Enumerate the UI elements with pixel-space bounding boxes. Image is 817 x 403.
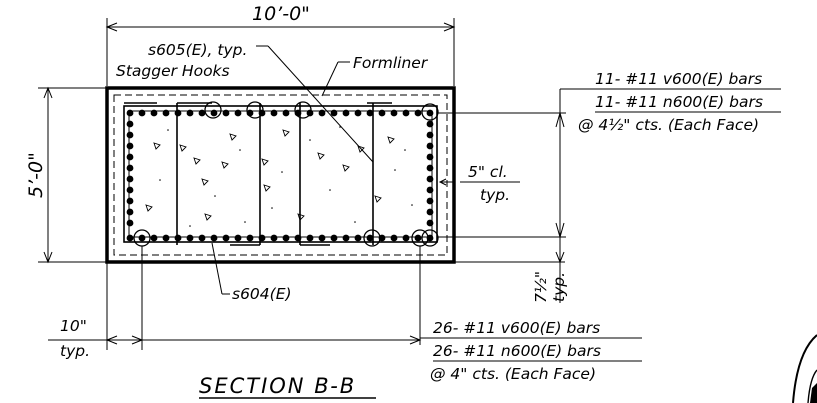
s605-leader bbox=[256, 45, 374, 163]
bottom-right-dim-label: 7½" bbox=[532, 271, 550, 303]
section-title: SECTION B-B bbox=[199, 374, 356, 398]
stagger-hooks-callout: Stagger Hooks bbox=[116, 62, 230, 80]
height-dim-label: 5’-0" bbox=[25, 152, 47, 198]
bottom-bars-line3: @ 4" cts. (Each Face) bbox=[430, 365, 596, 383]
bottom-bars-line1: 26- #11 v600(E) bars bbox=[433, 319, 600, 337]
right-bars-line2: 11- #11 n600(E) bars bbox=[595, 93, 763, 111]
s604-leader bbox=[211, 242, 230, 295]
right-bars-line3: @ 4½" cts. (Each Face) bbox=[578, 116, 759, 134]
rebar-dots bbox=[126, 109, 434, 242]
bottom-right-dim-typ: typ. bbox=[550, 272, 568, 302]
right-bars-line1: 11- #11 v600(E) bars bbox=[595, 70, 762, 88]
clear-cover-typ: typ. bbox=[480, 186, 510, 204]
bottom-left-dim-typ: typ. bbox=[60, 342, 90, 360]
formliner-callout: Formliner bbox=[353, 54, 429, 72]
section-marker-partial bbox=[792, 334, 817, 403]
aggregate-symbols bbox=[145, 129, 395, 221]
bottom-bars-line2: 26- #11 n600(E) bars bbox=[433, 342, 601, 360]
formliner-outline bbox=[113, 94, 448, 256]
right-bars-leader bbox=[437, 89, 566, 239]
stirrup-cage bbox=[123, 102, 438, 246]
s605-callout: s605(E), typ. bbox=[148, 41, 247, 59]
hook-circles bbox=[133, 101, 439, 247]
s604-callout: s604(E) bbox=[232, 285, 292, 303]
aggregate-dots bbox=[159, 126, 413, 227]
concrete-outline bbox=[105, 86, 456, 264]
clear-cover-label: 5" cl. bbox=[468, 163, 508, 181]
formliner-leader bbox=[321, 61, 350, 97]
bottom-left-dim-label: 10" bbox=[60, 317, 87, 335]
left-height-dimension bbox=[38, 86, 106, 264]
width-dim-label: 10’-0" bbox=[252, 3, 310, 25]
bottom-right-dimension bbox=[454, 237, 565, 303]
top-width-dimension bbox=[105, 18, 456, 86]
clear-cover-arrows bbox=[438, 178, 454, 186]
